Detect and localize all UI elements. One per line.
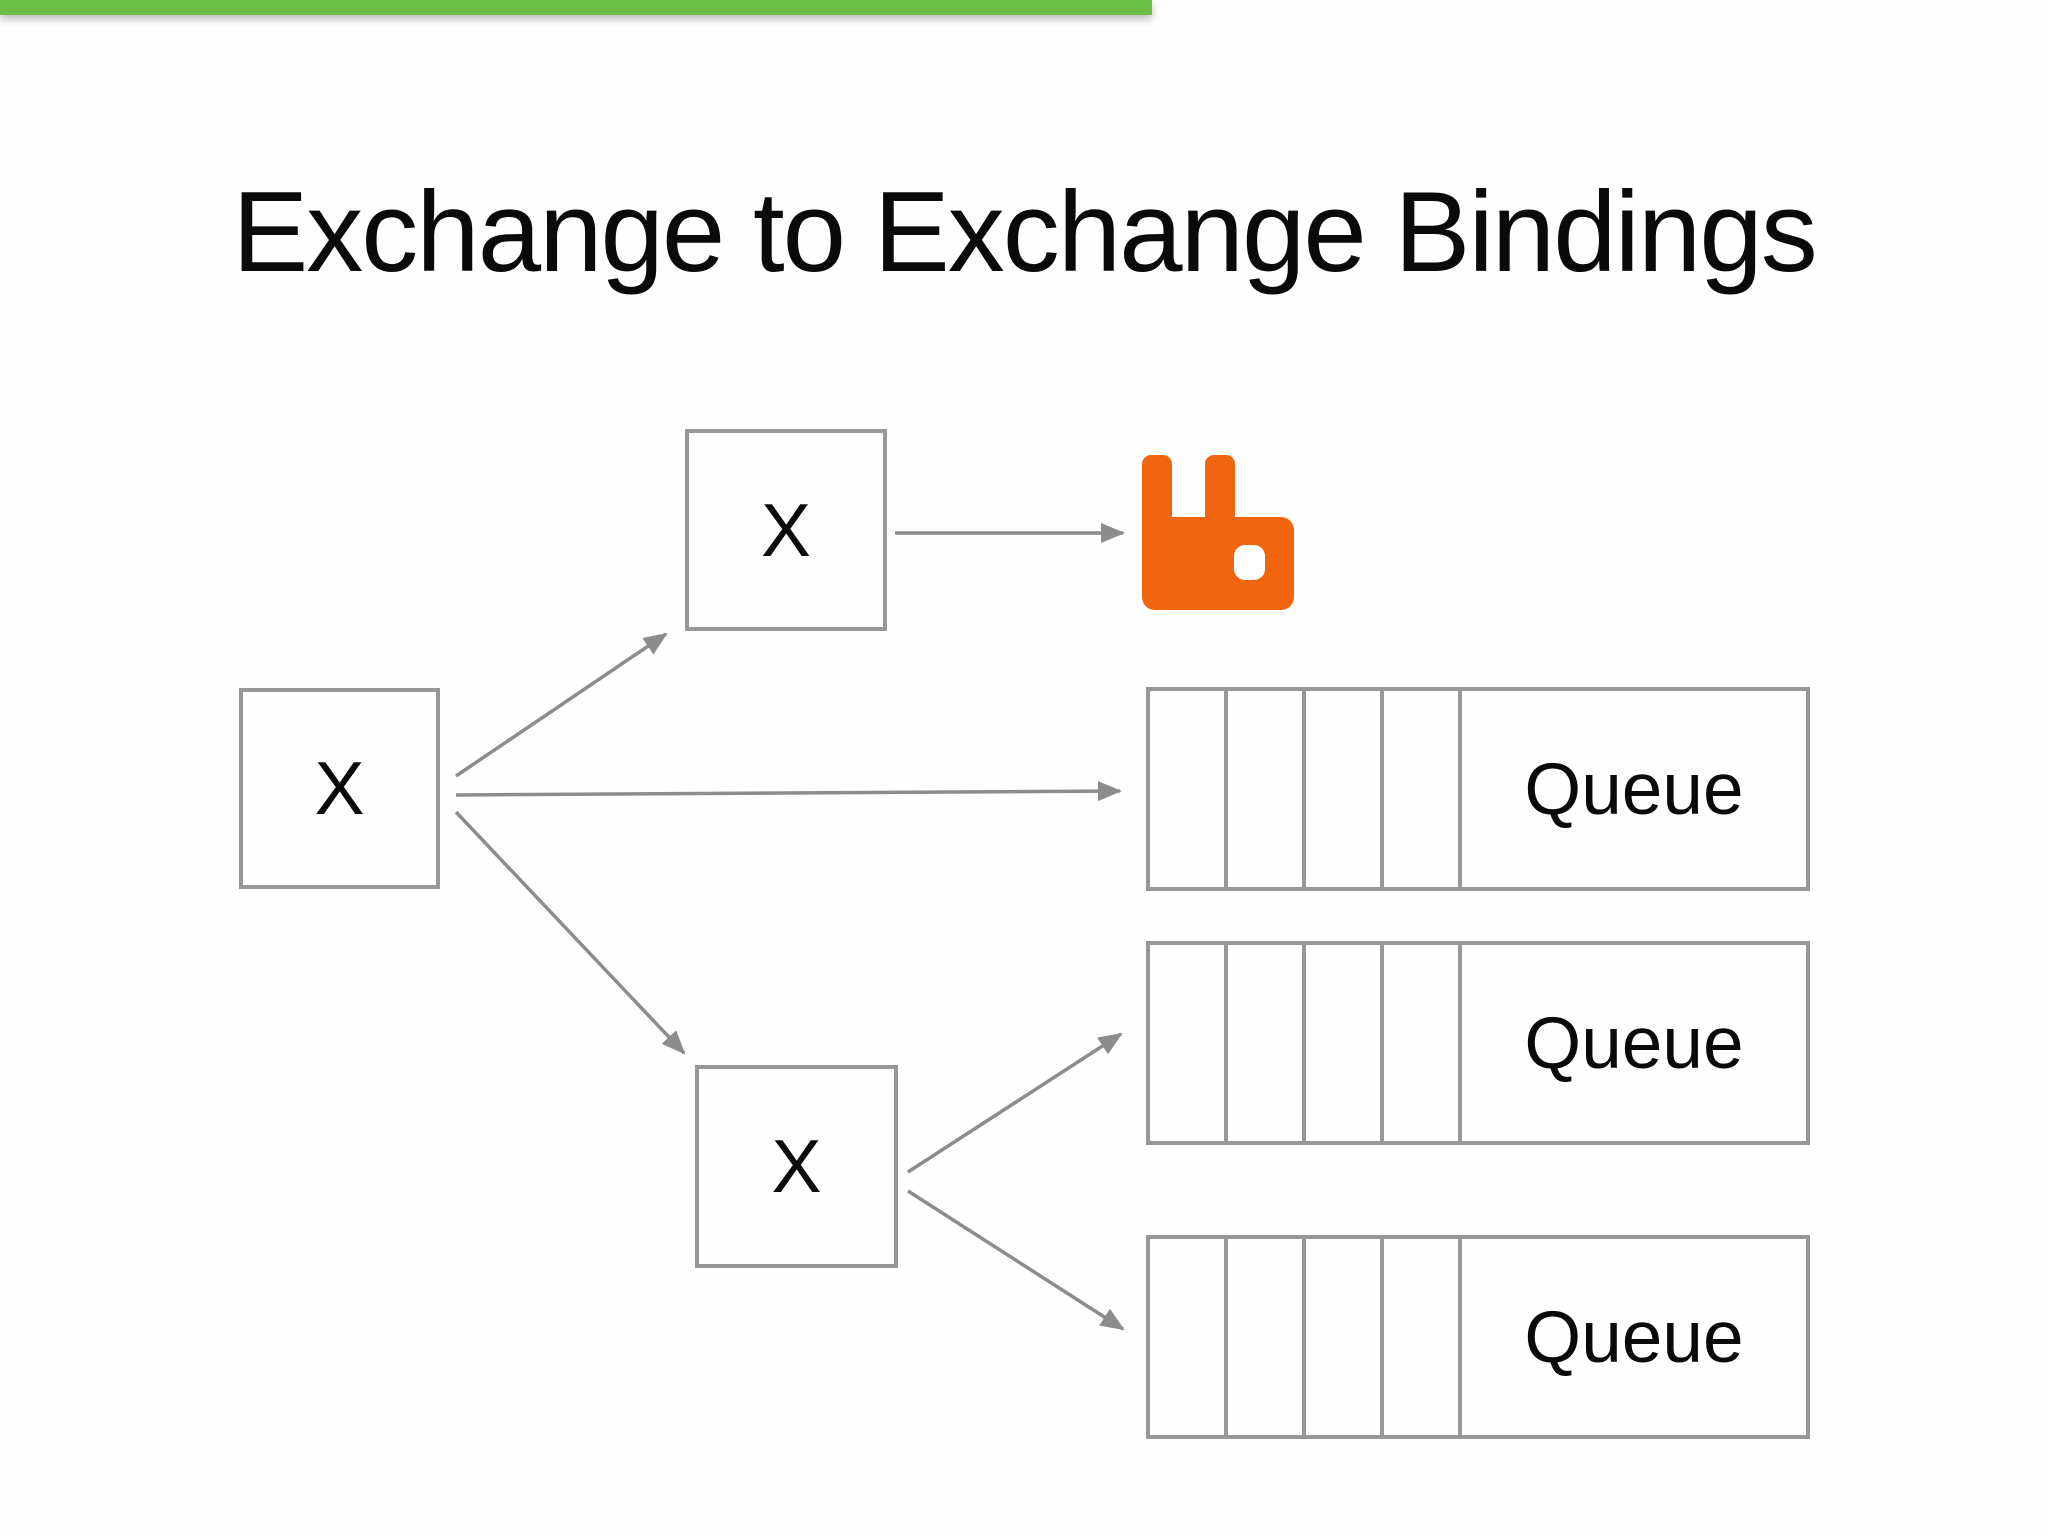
queue-message-cell <box>1150 1239 1228 1435</box>
queue-message-cell <box>1384 691 1462 887</box>
arrow-bottom-exchange-to-queue2 <box>907 1032 1123 1174</box>
queue-message-cell <box>1228 691 1306 887</box>
queue-label: Queue <box>1524 1296 1744 1378</box>
exchange-label: X <box>760 487 812 572</box>
queue-message-cell <box>1384 1239 1462 1435</box>
exchange-label: X <box>314 746 365 830</box>
exchange-label: X <box>771 1124 822 1208</box>
queue-message-cell <box>1150 691 1228 887</box>
queue-label: Queue <box>1524 1002 1744 1084</box>
arrow-source-to-bottom-exchange <box>454 810 686 1055</box>
queue-message-cell <box>1228 945 1306 1141</box>
queue-message-cell <box>1306 1239 1384 1435</box>
top-accent-bar <box>0 0 1152 15</box>
exchange-box-destination-top: X <box>685 429 887 631</box>
exchange-box-destination-bottom: X <box>695 1065 898 1268</box>
rabbitmq-logo-icon <box>1142 455 1294 610</box>
exchange-box-source: X <box>239 688 440 889</box>
queue-box-2: Queue <box>1146 941 1810 1145</box>
queue-box-1: Queue <box>1146 687 1810 891</box>
queue-box-3: Queue <box>1146 1235 1810 1439</box>
queue-message-cell <box>1384 945 1462 1141</box>
queue-message-cell <box>1306 945 1384 1141</box>
queue-label: Queue <box>1524 748 1744 830</box>
queue-message-cell <box>1150 945 1228 1141</box>
queue-message-cell <box>1228 1239 1306 1435</box>
slide-title: Exchange to Exchange Bindings <box>232 169 1817 296</box>
queue-message-cell <box>1306 691 1384 887</box>
arrow-source-to-queue1 <box>455 781 1122 802</box>
arrow-bottom-exchange-to-queue3 <box>907 1189 1125 1331</box>
arrow-source-to-top-exchange <box>455 632 668 778</box>
